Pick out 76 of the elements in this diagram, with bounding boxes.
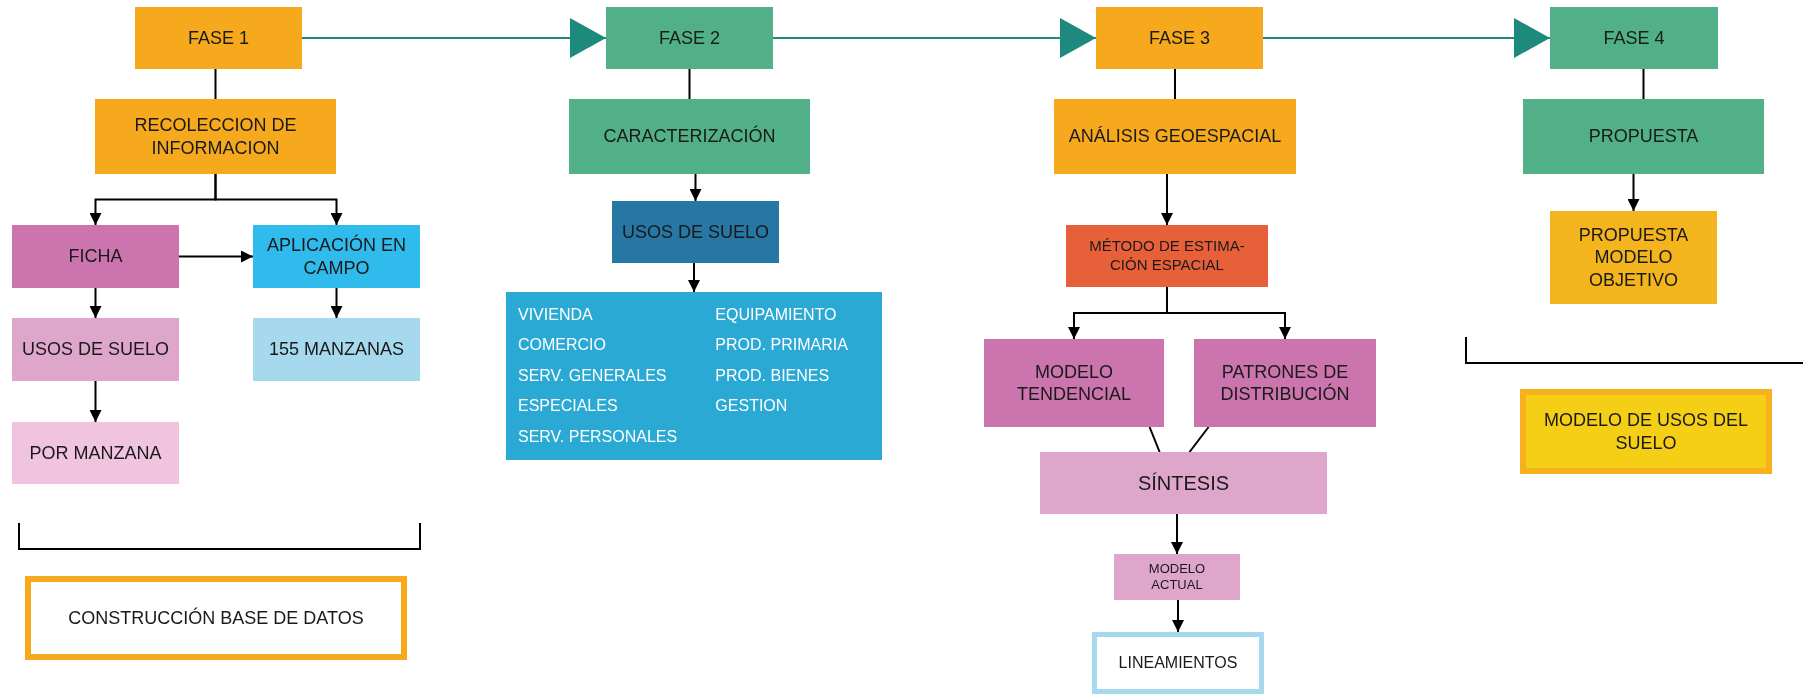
process-box bbox=[135, 7, 302, 69]
list-item: GESTION bbox=[715, 396, 789, 417]
box-label: LINEAMIENTOS bbox=[1117, 653, 1239, 673]
process-box bbox=[1550, 211, 1717, 304]
arrow bbox=[1262, 18, 1551, 58]
process-box bbox=[1194, 339, 1376, 427]
process-box bbox=[1054, 99, 1296, 174]
process-box bbox=[12, 318, 179, 381]
box-label: CONSTRUCCIÓN BASE DE DATOS bbox=[67, 606, 365, 630]
box-label: MODELO TENDENCIAL bbox=[1016, 360, 1132, 406]
arrow bbox=[178, 250, 254, 263]
box-label: PROPUESTA bbox=[1587, 125, 1700, 148]
box-label: POR MANZANA bbox=[28, 441, 163, 465]
connector-line bbox=[1174, 68, 1176, 100]
arrow bbox=[1171, 513, 1183, 555]
process-box bbox=[12, 225, 179, 288]
box-label: 155 MANZANAS bbox=[267, 338, 405, 361]
process-box bbox=[12, 422, 179, 484]
process-box bbox=[1066, 225, 1268, 287]
connector-line bbox=[1642, 68, 1645, 100]
box-label: MÉTODO DE ESTIMA- CIÓN ESPACIAL bbox=[1088, 237, 1246, 275]
arrow bbox=[1172, 599, 1184, 633]
box-label: RECOLECCION DE INFORMACION bbox=[133, 114, 298, 159]
process-box bbox=[984, 339, 1164, 427]
box-label: MODELO DE USOS DEL SUELO bbox=[1542, 409, 1749, 454]
list-item: SERV. PERSONALES bbox=[518, 426, 679, 447]
connector-line bbox=[214, 68, 217, 100]
process-box bbox=[612, 201, 779, 263]
process-box bbox=[25, 576, 407, 660]
process-box bbox=[1520, 389, 1772, 474]
arrow bbox=[772, 18, 1097, 58]
connector-line bbox=[1188, 426, 1210, 453]
arrow bbox=[1161, 173, 1173, 226]
box-label: APLICACIÓN EN CAMPO bbox=[265, 234, 407, 279]
process-box bbox=[1096, 7, 1263, 69]
process-box bbox=[1114, 554, 1240, 600]
arrow bbox=[214, 173, 343, 226]
list-item: ESPECIALES bbox=[518, 396, 619, 417]
process-box bbox=[1523, 99, 1764, 174]
box-label: FASE 4 bbox=[1602, 26, 1666, 50]
process-box bbox=[1092, 632, 1264, 694]
box-label: FASE 1 bbox=[187, 26, 250, 50]
box-label: FICHA bbox=[67, 245, 124, 268]
box-label: FASE 3 bbox=[1148, 26, 1211, 50]
arrow bbox=[89, 380, 102, 423]
process-box bbox=[1550, 7, 1718, 69]
arrow bbox=[688, 262, 700, 293]
box-label: CARACTERIZACIÓN bbox=[602, 125, 777, 148]
list-item: VIVIENDA bbox=[518, 305, 594, 325]
process-box bbox=[253, 225, 420, 288]
arrow bbox=[1627, 173, 1640, 212]
list-item: EQUIPAMIENTO bbox=[715, 305, 838, 325]
box-label: ANÁLISIS GEOESPACIAL bbox=[1067, 125, 1283, 148]
box-label: SÍNTESIS bbox=[1136, 470, 1231, 496]
arrow bbox=[89, 287, 102, 319]
process-box bbox=[569, 99, 810, 174]
box-label: USOS DE SUELO bbox=[20, 338, 170, 361]
connector-line bbox=[688, 68, 691, 100]
process-box bbox=[95, 99, 336, 174]
connector-line bbox=[1148, 426, 1161, 453]
list-item: COMERCIO bbox=[518, 335, 607, 356]
process-box bbox=[606, 7, 773, 69]
process-box bbox=[1040, 452, 1327, 514]
arrow bbox=[330, 287, 343, 319]
box-label: USOS DE SUELO bbox=[620, 220, 770, 244]
box-label: MODELO ACTUAL bbox=[1147, 560, 1207, 594]
list-box bbox=[506, 292, 882, 460]
box-label: FASE 2 bbox=[658, 26, 721, 50]
process-box bbox=[253, 318, 420, 381]
list-item: PROD. PRIMARIA bbox=[715, 335, 849, 356]
arrow bbox=[689, 173, 702, 202]
arrow bbox=[301, 18, 607, 58]
box-label: PROPUESTA MODELO OBJETIVO bbox=[1577, 223, 1690, 292]
list-item: SERV. GENERALES bbox=[518, 365, 668, 386]
box-label: PATRONES DE DISTRIBUCIÓN bbox=[1219, 360, 1351, 406]
list-item: PROD. BIENES bbox=[715, 365, 831, 386]
